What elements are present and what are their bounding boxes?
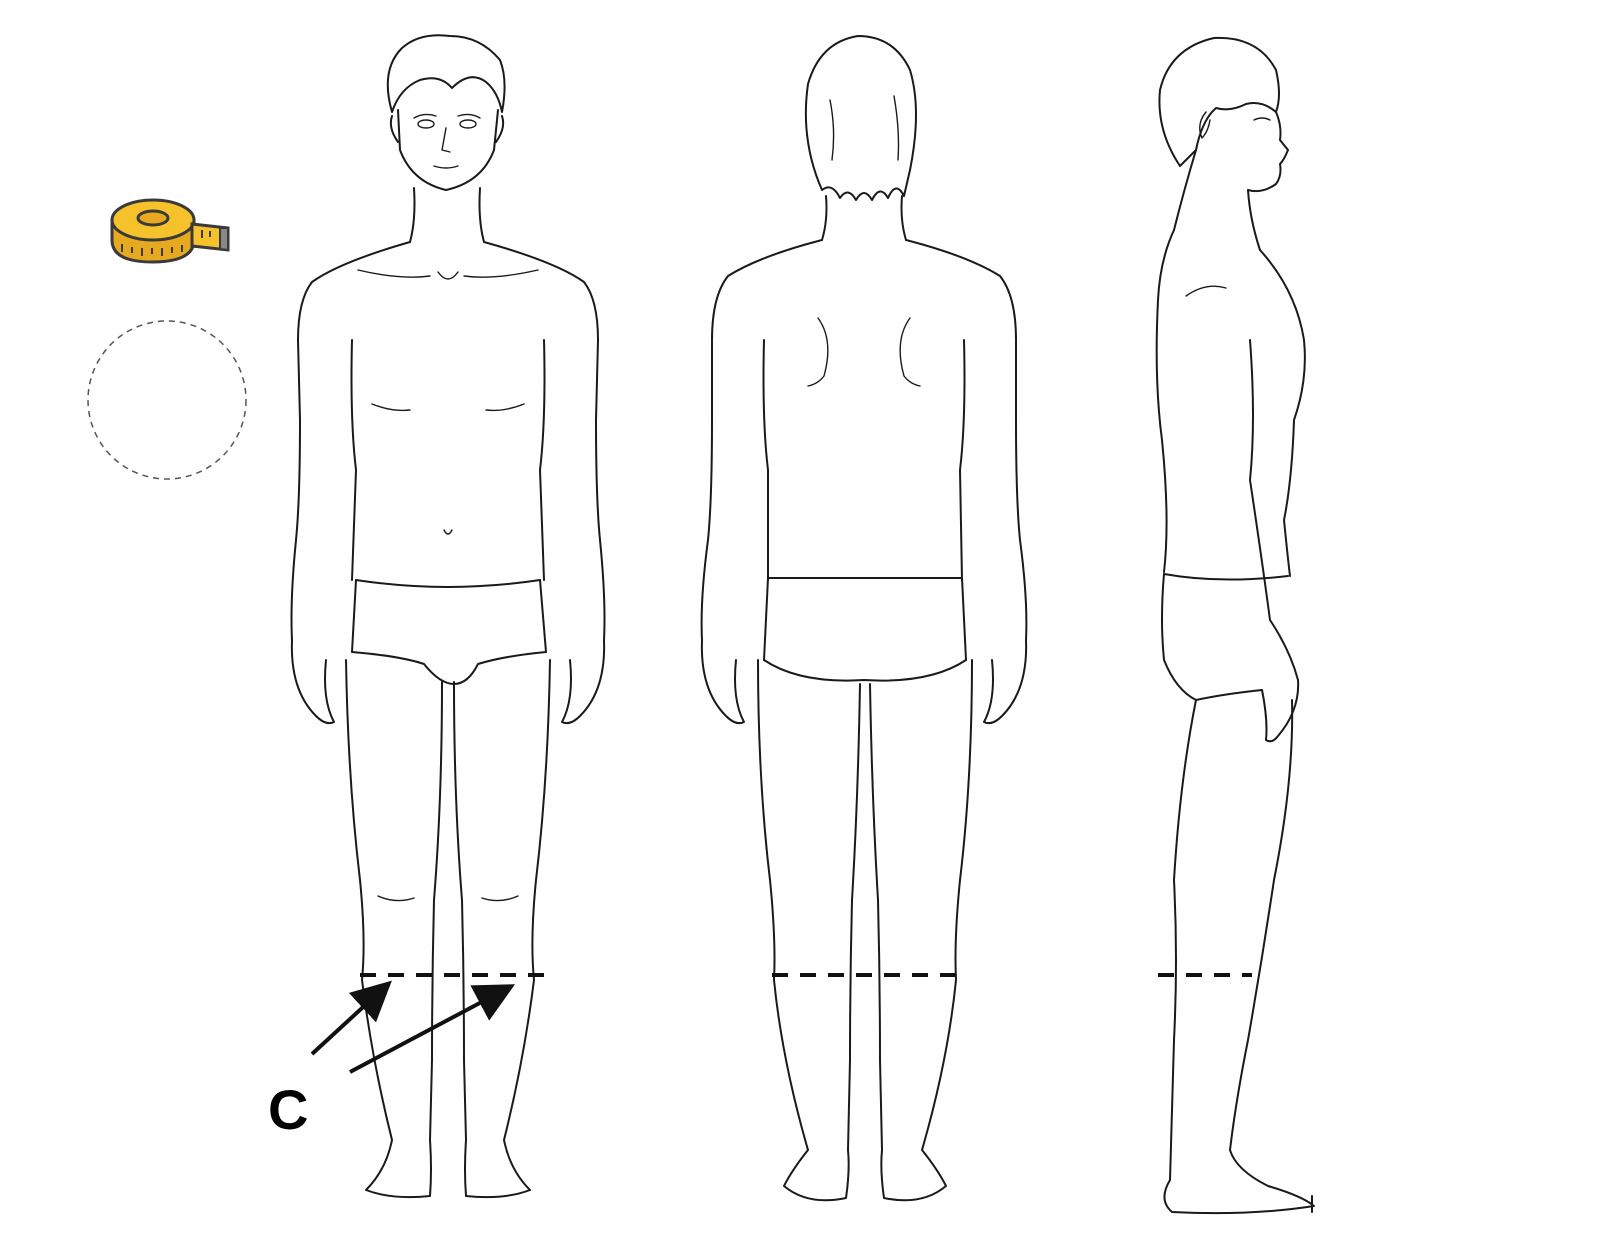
measurement-arrows — [310, 980, 516, 1074]
measuring-tape-icon — [110, 198, 230, 264]
side-view-figure — [1155, 36, 1315, 1215]
arrow-right-calf — [349, 984, 516, 1074]
back-view-figure — [700, 35, 1028, 1202]
arrow-left-calf — [310, 980, 392, 1056]
measurement-label-c: C — [268, 1078, 309, 1141]
dashed-circle-placeholder — [87, 320, 247, 480]
front-view-figure — [290, 34, 606, 1199]
